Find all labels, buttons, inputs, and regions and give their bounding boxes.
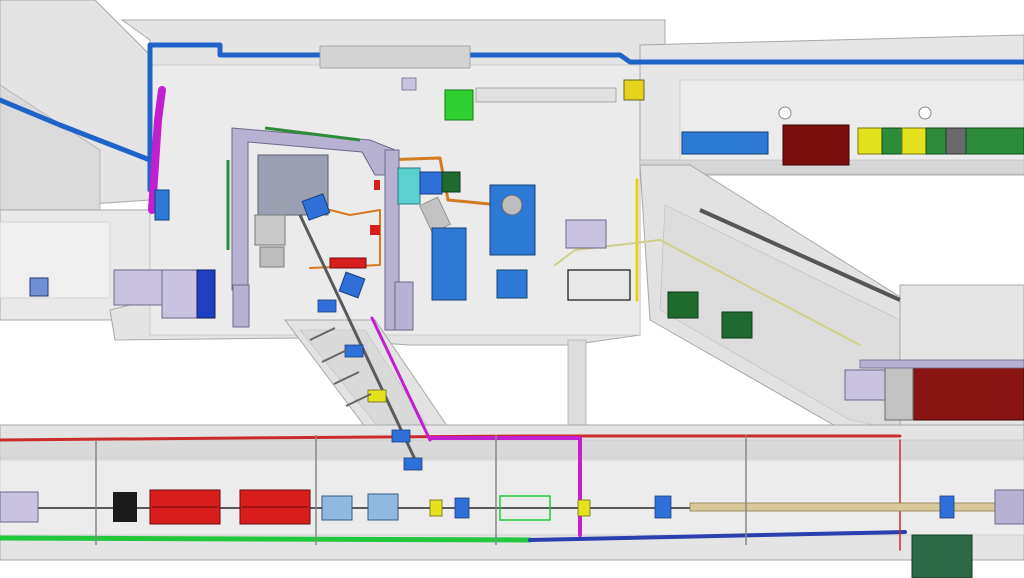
ramp-green-box-2 (721, 311, 753, 339)
yellow-inline-1 (429, 499, 443, 517)
diag-element-1 (317, 299, 337, 313)
blue-branch-pipe (0, 97, 153, 163)
red-small-magnet (329, 257, 367, 269)
dark-green-box (441, 171, 461, 193)
red-tunnel-line (0, 434, 902, 442)
light-blue-unit-1 (321, 495, 353, 521)
tunnel-end-box (994, 489, 1024, 525)
navy-cabinet (196, 269, 216, 319)
bottom-left-frame (232, 284, 250, 328)
pipework (0, 42, 1024, 551)
green-rack-2 (925, 127, 947, 155)
lavender-box (565, 219, 607, 249)
diag-element-2 (344, 344, 364, 358)
lavender-cabinet-left (113, 269, 165, 306)
top-hall-equipment (29, 45, 645, 331)
yellow-rack-2 (901, 127, 927, 155)
circular-chamber (501, 194, 523, 216)
left-small-box (29, 277, 49, 297)
diag-shelf-4 (345, 393, 372, 407)
yellow-inline-2 (577, 499, 591, 517)
blue-rack-row (681, 131, 769, 155)
right-corridor-racks (667, 106, 1024, 578)
right-maroon-block (909, 364, 1024, 421)
navy-tunnel-line (528, 530, 907, 542)
blue-inline-2 (654, 495, 672, 519)
ramp-panel (844, 369, 888, 401)
green-rack-1 (881, 127, 903, 155)
right-dark-green-stair (911, 534, 973, 578)
maroon-rack (782, 124, 850, 166)
lower-tunnel-wall (0, 439, 1024, 459)
yellow-rack-1 (857, 127, 883, 155)
yellow-box (623, 79, 645, 101)
right-lavender-beam (859, 359, 1024, 369)
frame-green-edge (264, 126, 361, 142)
blue-square-unit (301, 193, 331, 221)
diagonal-beamline (298, 214, 423, 471)
bottom-right-frame (394, 281, 414, 331)
blue-main-pipe (147, 42, 1024, 193)
blue-inline-3 (939, 495, 955, 519)
diag-shelf-1 (309, 327, 336, 341)
right-corridor-floor (679, 79, 1024, 171)
green-tunnel-line (0, 535, 533, 543)
round-opening-2 (918, 106, 932, 120)
yellow-ramp-line (554, 239, 861, 346)
blue-small-unit (419, 171, 443, 195)
diag-shelf-2 (321, 349, 348, 363)
grey-box-unit (254, 214, 286, 246)
blue-floor-square (496, 269, 528, 299)
ramp-dark-line (699, 208, 901, 302)
diag-element-5 (403, 457, 423, 471)
diag-element-3 (367, 389, 387, 403)
blue-wall-box (154, 189, 170, 221)
diagonal-beampipe (298, 214, 422, 471)
red-tiny-block-2 (374, 180, 380, 190)
black-element (113, 492, 137, 522)
lavender-cabinet (161, 269, 203, 319)
ledge-panel (475, 87, 617, 103)
grey-box-unit-2 (259, 246, 285, 268)
magenta-riser (148, 86, 166, 214)
blue-cabinet (431, 227, 467, 301)
support-column (567, 339, 587, 431)
black-outline-box (567, 269, 631, 301)
green-inline-frame (499, 495, 551, 521)
green-rack-row (965, 127, 1024, 155)
lavender-small-box (401, 77, 417, 91)
diag-shelf-3 (333, 371, 360, 385)
bright-green-unit (444, 89, 474, 121)
right-grey-block (884, 364, 914, 421)
magenta-diagonal-line (370, 316, 432, 442)
round-opening-1 (778, 106, 792, 120)
left-mid-room-floor (0, 221, 111, 299)
light-blue-unit-2 (367, 493, 399, 521)
blue-diamond-unit (338, 271, 366, 299)
cyan-unit (397, 167, 421, 205)
ramp-green-box-1 (667, 291, 699, 319)
diag-element-4 (391, 429, 411, 443)
tan-beampipe-section (689, 502, 1011, 512)
tunnel-beamline (0, 435, 1024, 545)
tunnel-grey-box (0, 491, 39, 523)
wall-panels (319, 45, 471, 69)
red-tiny-block (370, 225, 380, 235)
grey-rack (945, 127, 967, 155)
blue-inline-1 (454, 497, 470, 519)
